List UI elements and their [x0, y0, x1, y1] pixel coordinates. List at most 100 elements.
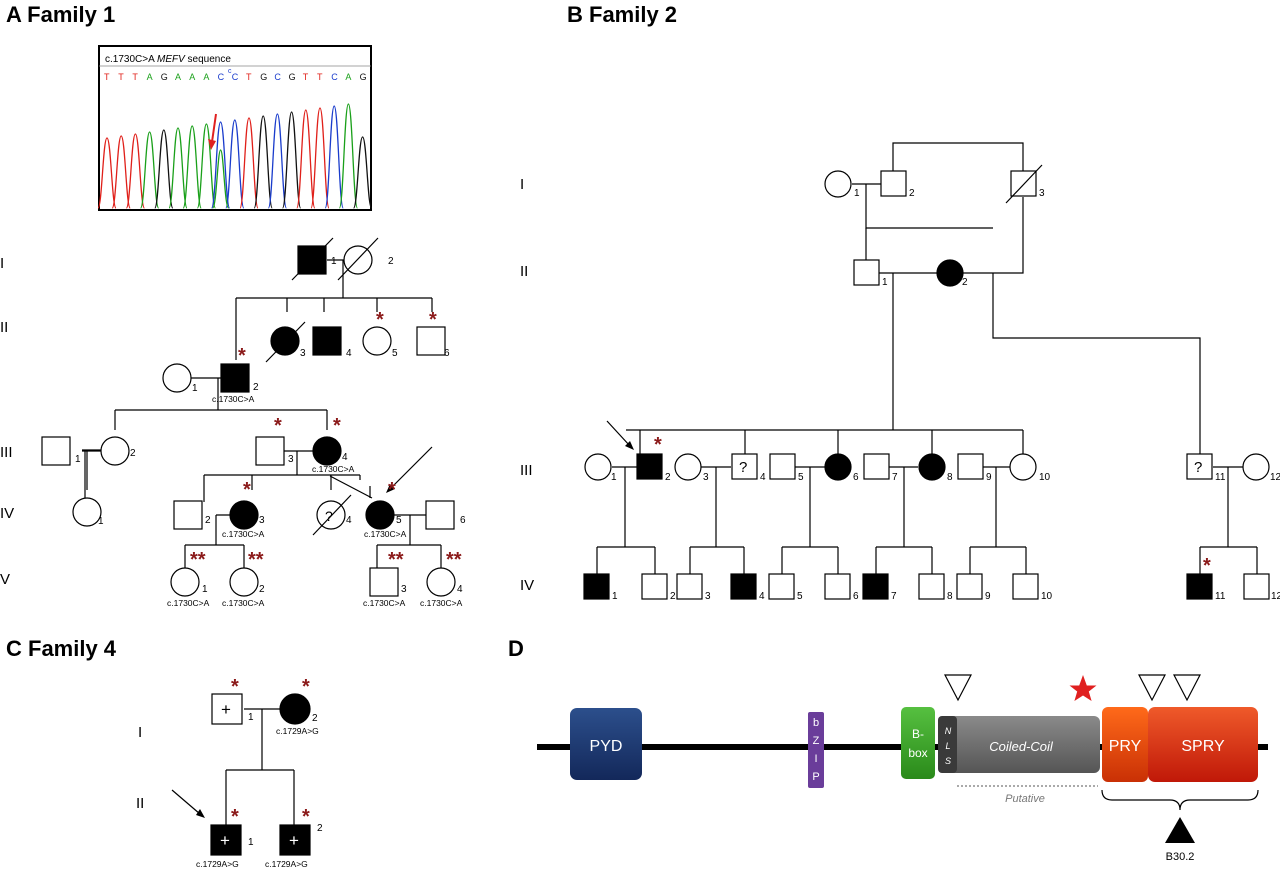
- individual-number: 11: [1215, 472, 1226, 483]
- trace-peak: [97, 137, 117, 209]
- panel-b-title: B Family 2: [567, 2, 677, 27]
- trace-peak: [253, 115, 273, 209]
- proband-arrow: [389, 446, 433, 490]
- pedigree-female: [162, 363, 192, 393]
- tested-asterisk: *: [274, 415, 282, 437]
- domain-pyd: [570, 708, 642, 780]
- pedigree-female: [362, 326, 392, 356]
- tested-asterisk: *: [376, 309, 384, 331]
- variant-label: c.1729A>G: [276, 726, 319, 736]
- pedigree-male: [676, 573, 703, 600]
- individual-number: 2: [670, 591, 676, 602]
- deceased-slash: [265, 321, 306, 363]
- base-call: A: [175, 72, 181, 82]
- variant-label: c.1730C>A: [167, 598, 210, 608]
- base-call: C: [232, 72, 239, 82]
- pedigree-female: [72, 497, 102, 527]
- domain-pry: [1102, 707, 1148, 782]
- pedigree-male: [769, 453, 796, 480]
- pedigree-affected-male: [862, 573, 889, 600]
- individual-number: 7: [891, 591, 897, 602]
- individual-number: 5: [392, 348, 398, 359]
- tested-asterisk-double: **: [248, 549, 264, 571]
- pedigree-male: [425, 500, 455, 530]
- tested-asterisk: *: [333, 415, 341, 437]
- b302-bracket: [1101, 789, 1259, 811]
- b302-marker-icon: [1165, 817, 1195, 843]
- base-call: C: [274, 72, 281, 82]
- variant-label: c.1730C>A: [212, 394, 255, 404]
- protein-domain-map: PYD b Z I P B- box N L S Coiled-Coil Put…: [537, 674, 1268, 863]
- trace-peak: [267, 113, 288, 209]
- gen-label: IV: [0, 505, 14, 522]
- tested-asterisk-double: **: [446, 549, 462, 571]
- family-1-pedigree: [82, 259, 442, 568]
- individual-number: 1: [611, 472, 617, 483]
- trace-peak: [239, 117, 259, 209]
- deceased-slash: [291, 237, 334, 281]
- pedigree-male: [173, 500, 203, 530]
- base-call: G: [360, 72, 367, 82]
- pedigree-affected-female: [365, 500, 395, 530]
- pedigree-affected-female: [270, 326, 300, 356]
- domain-nls-label: N: [945, 726, 952, 736]
- pedigree-female: [824, 170, 852, 198]
- base-call: T: [246, 72, 252, 82]
- tested-asterisk-double: **: [388, 549, 404, 571]
- alt-base-call: c: [228, 68, 232, 75]
- pedigree-female: [170, 567, 200, 597]
- individual-number: 10: [1041, 591, 1053, 602]
- trace-peak: [296, 109, 316, 209]
- domain-pry-label: PRY: [1109, 738, 1142, 755]
- trace-peak-secondary: [211, 149, 230, 209]
- individual-number: 12: [1270, 472, 1280, 483]
- tested-asterisk: *: [302, 676, 310, 698]
- individual-number: 1: [202, 584, 208, 595]
- domain-bzip-label: I: [814, 753, 817, 765]
- pedigree-female: [229, 567, 259, 597]
- individual-number: 4: [346, 348, 352, 359]
- individual-number: 4: [760, 472, 766, 483]
- chromatogram-traces: [97, 103, 373, 209]
- base-call: A: [203, 72, 209, 82]
- variant-triangle-icon: [1173, 674, 1201, 702]
- domain-bzip-label: P: [812, 771, 819, 783]
- putative-label: Putative: [1005, 793, 1045, 805]
- domain-coiled-coil-label: Coiled-Coil: [989, 739, 1054, 754]
- individual-number: 6: [460, 515, 466, 526]
- gen-label: I: [0, 255, 4, 272]
- pedigree-male: [956, 573, 983, 600]
- individual-number: 2: [962, 277, 968, 288]
- individual-number: 5: [797, 591, 803, 602]
- individual-number: 2: [909, 188, 915, 199]
- base-call: T: [118, 72, 124, 82]
- domain-nls-label: L: [945, 741, 950, 751]
- base-call: T: [132, 72, 138, 82]
- plus-symbol: +: [220, 831, 230, 850]
- variant-label: c.1730C>A: [312, 464, 355, 474]
- gen-label: III: [520, 462, 533, 479]
- pedigree-affected-male: [1186, 573, 1213, 600]
- variant-star-icon: [1069, 675, 1097, 701]
- variant-triangle-icon: [944, 674, 972, 702]
- unknown-status: ?: [325, 508, 333, 524]
- domain-pyd-label: PYD: [590, 738, 623, 755]
- proband-arrowhead: [196, 809, 205, 818]
- pedigree-male: [1012, 573, 1039, 600]
- proband-arrow: [171, 789, 201, 815]
- tested-asterisk: *: [654, 434, 662, 456]
- individual-number: 1: [882, 277, 888, 288]
- individual-number: 4: [457, 584, 463, 595]
- individual-number: 3: [288, 454, 294, 465]
- pedigree-male: [918, 573, 945, 600]
- trace-peak: [139, 131, 160, 209]
- mutation-arrow-head: [208, 139, 216, 150]
- trace-peak: [182, 125, 202, 209]
- individual-number: 1: [98, 516, 104, 527]
- domain-bzip-label: Z: [813, 735, 820, 747]
- base-call: G: [260, 72, 267, 82]
- variant-label: c.1729A>G: [196, 859, 239, 869]
- individual-number: 1: [248, 837, 254, 848]
- pedigree-male: [853, 259, 880, 286]
